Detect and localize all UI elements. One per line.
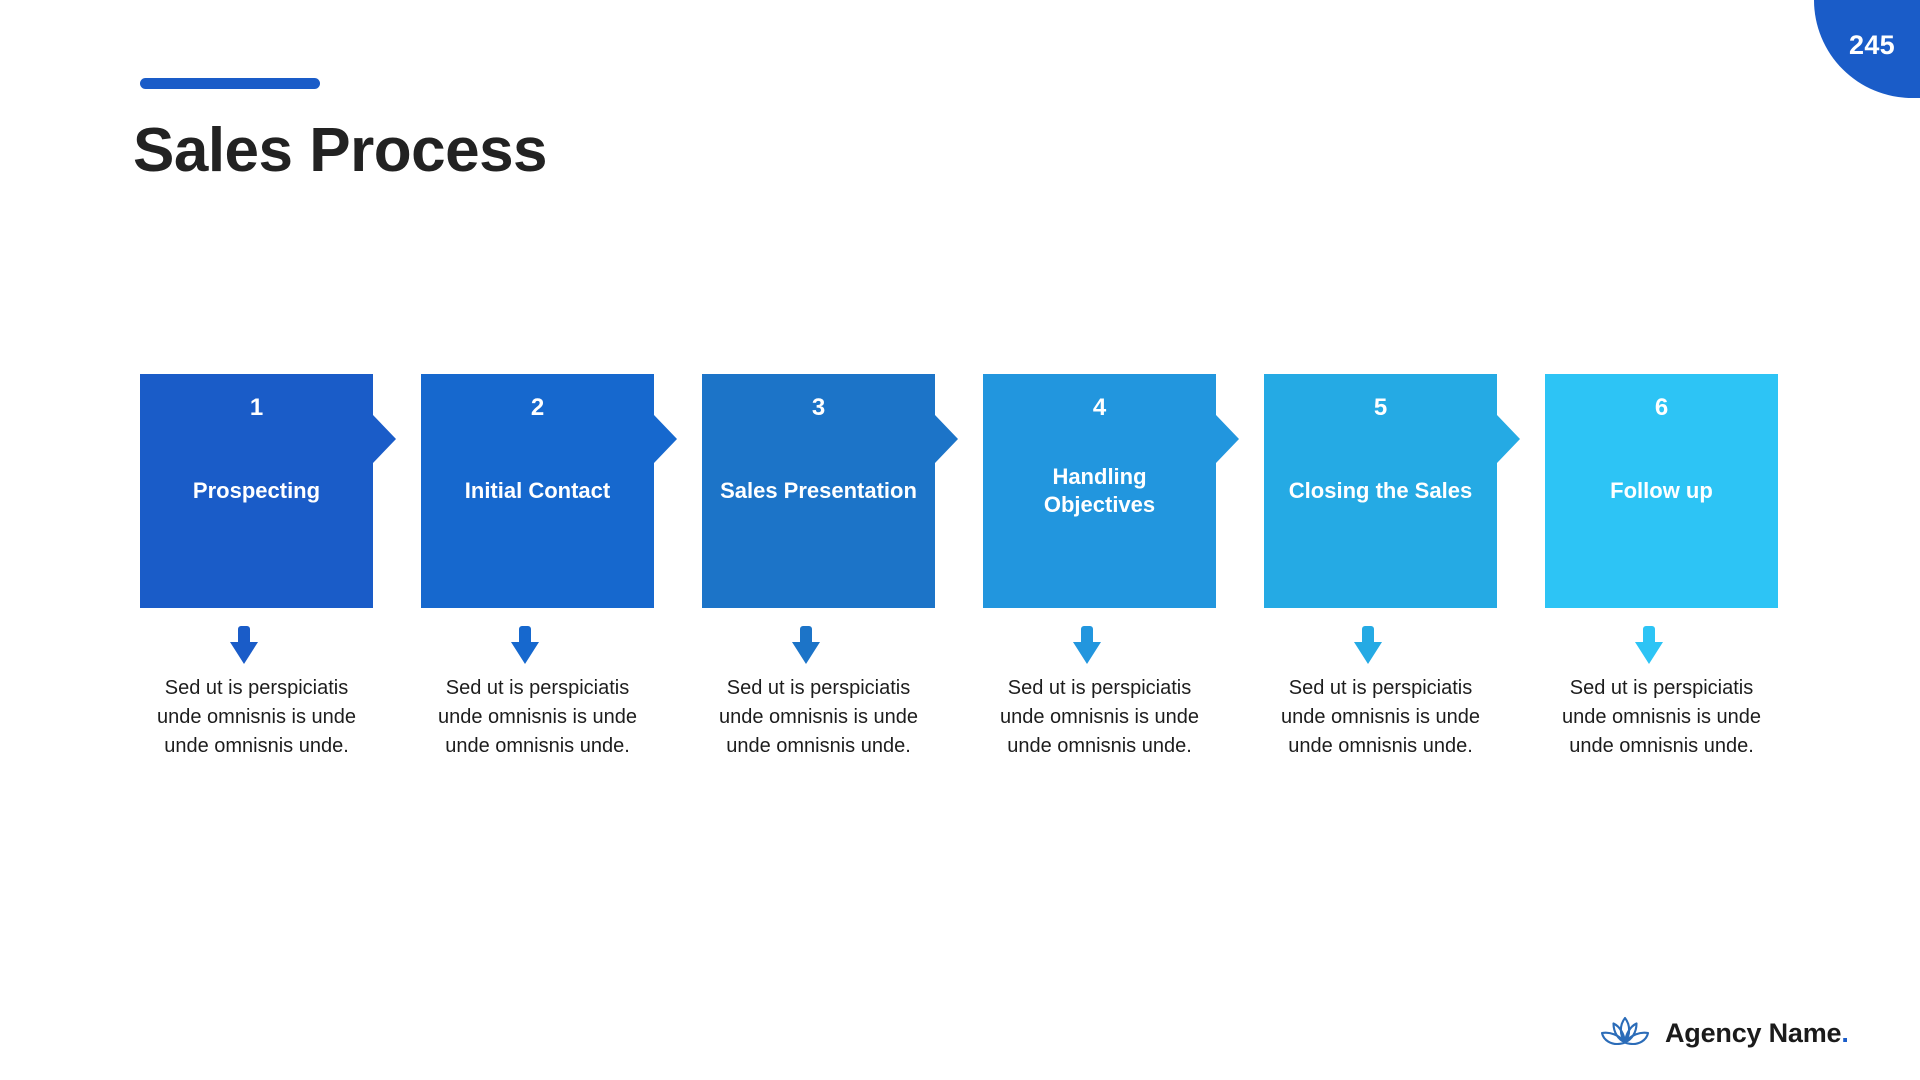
arrow-down-icon <box>1264 626 1497 672</box>
chevron-right-icon <box>1216 415 1239 463</box>
chevron-right-icon <box>935 415 958 463</box>
arrow-stem <box>1081 626 1093 645</box>
arrow-stem <box>1643 626 1655 645</box>
chevron-right-icon <box>373 415 396 463</box>
step-description: Sed ut is perspiciatis unde omnisnis is … <box>718 677 918 757</box>
chevron-right-icon <box>1497 415 1520 463</box>
step-label: Initial Contact <box>464 477 611 503</box>
step-label: Handling Objectives <box>1043 463 1156 517</box>
step-number: 3 <box>811 394 826 421</box>
step-description: Sed ut is perspiciatis unde omnisnis is … <box>156 677 356 757</box>
step-description: Sed ut is perspiciatis unde omnisnis is … <box>1280 677 1480 757</box>
arrow-stem <box>1362 626 1374 645</box>
title-accent-bar <box>140 78 320 89</box>
step-description: Sed ut is perspiciatis unde omnisnis is … <box>1561 677 1761 757</box>
step-label: Prospecting <box>192 477 321 503</box>
step-label: Closing the Sales <box>1288 477 1473 503</box>
arrow-stem <box>800 626 812 645</box>
arrow-head <box>511 642 539 664</box>
arrow-down-icon <box>421 626 654 672</box>
arrow-down-icon <box>140 626 373 672</box>
chevron-right-icon <box>654 415 677 463</box>
arrow-stem <box>238 626 250 645</box>
arrow-down-icon <box>983 626 1216 672</box>
step-label: Sales Presentation <box>720 477 917 503</box>
step-number: 1 <box>249 394 264 421</box>
arrow-down-icon <box>702 626 935 672</box>
step-number: 4 <box>1092 394 1107 421</box>
step-description: Sed ut is perspiciatis unde omnisnis is … <box>999 677 1199 757</box>
arrow-head <box>230 642 258 664</box>
brand-dot: . <box>1841 1017 1849 1048</box>
brand-name-text: Agency Name <box>1665 1017 1842 1048</box>
page-title: Sales Process <box>133 116 548 185</box>
footer-logo: Agency Name. <box>1597 1013 1849 1053</box>
arrow-stem <box>519 626 531 645</box>
lotus-icon <box>1600 1016 1650 1046</box>
arrow-head <box>1073 642 1101 664</box>
arrow-head <box>1635 642 1663 664</box>
brand-name-label: Agency Name. <box>1665 1018 1849 1049</box>
step-number: 2 <box>530 394 545 421</box>
step-description: Sed ut is perspiciatis unde omnisnis is … <box>437 677 637 757</box>
page-number-badge: 245 <box>1814 0 1920 98</box>
step-number: 6 <box>1654 394 1669 421</box>
step-label: Follow up <box>1610 477 1713 503</box>
arrow-down-icon <box>1545 626 1778 672</box>
arrow-head <box>1354 642 1382 664</box>
arrow-head <box>792 642 820 664</box>
step-number: 5 <box>1373 394 1388 421</box>
page-number-label: 245 <box>1849 29 1895 60</box>
